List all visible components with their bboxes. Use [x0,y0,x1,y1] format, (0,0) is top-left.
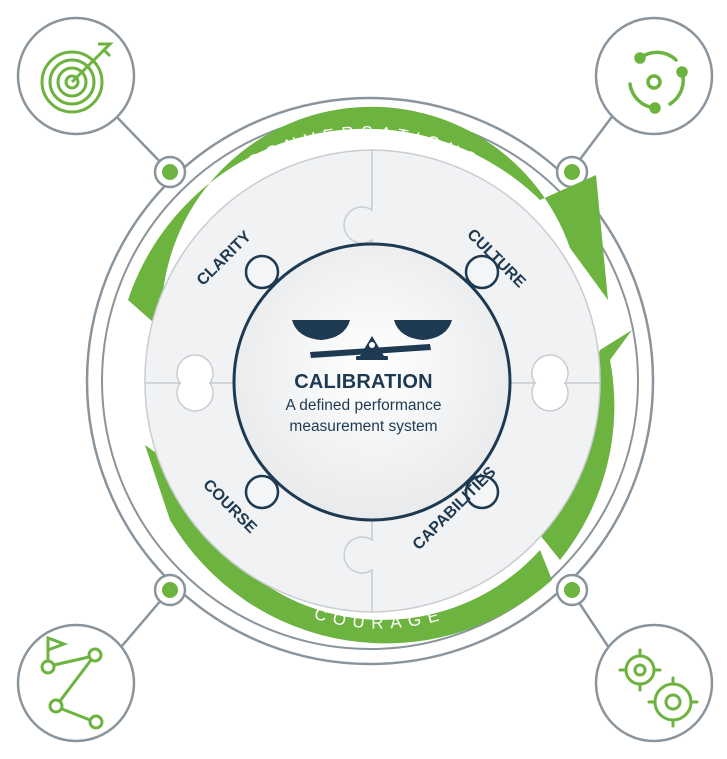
people-network-icon [628,50,688,114]
balance-scale-icon [292,320,452,360]
gears-icon [618,648,699,728]
center-circle [232,242,512,522]
path-flag-icon [40,635,104,730]
center-subtitle-line1: A defined performance [285,397,442,414]
target-icon [40,42,114,114]
center-title: CALIBRATION [294,371,433,393]
center-knobs [244,254,500,510]
center-subtitle-line2: measurement system [289,418,438,435]
ring-nodes [153,155,589,607]
outer-ring [85,96,655,666]
